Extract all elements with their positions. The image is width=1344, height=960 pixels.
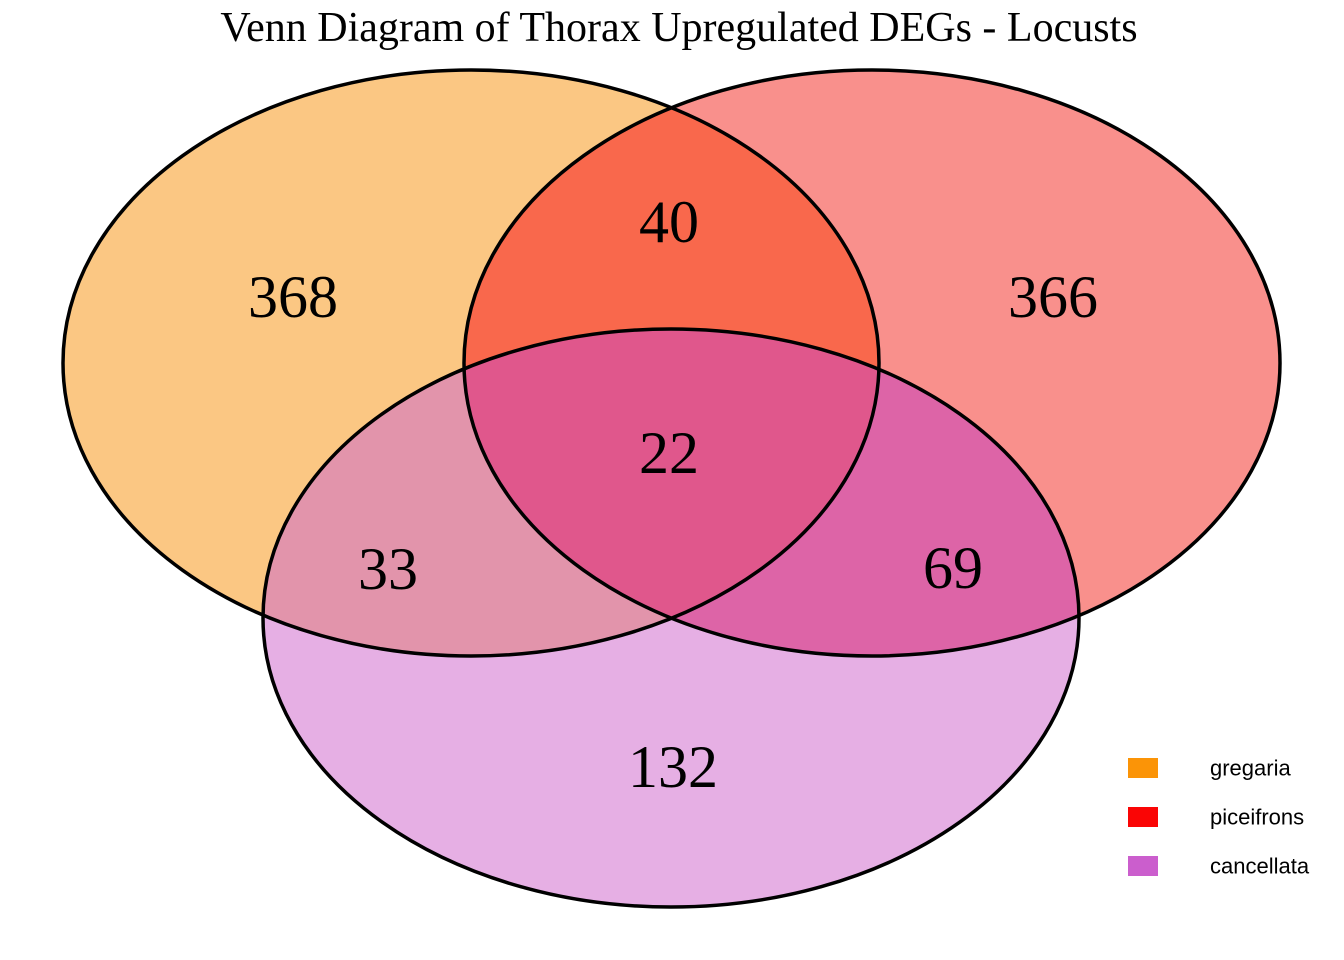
- chart-title: Venn Diagram of Thorax Upregulated DEGs …: [220, 5, 1137, 51]
- count-piceifrons-cancellata: 69: [923, 535, 983, 601]
- legend: gregaria piceifrons cancellata: [1128, 756, 1310, 879]
- legend-swatch-piceifrons: [1128, 807, 1158, 827]
- piceifrons-ellipse-outline: [462, 68, 1282, 658]
- legend-swatch-cancellata: [1128, 856, 1158, 876]
- cancellata-ellipse-outline: [261, 327, 1081, 909]
- count-gregaria-piceifrons: 40: [639, 189, 699, 255]
- legend-swatch-gregaria: [1128, 758, 1158, 778]
- count-cancellata-only: 132: [628, 734, 718, 800]
- count-piceifrons-only: 366: [1008, 264, 1098, 330]
- count-gregaria-cancellata: 33: [358, 536, 418, 602]
- count-all-three: 22: [639, 420, 699, 486]
- legend-label-gregaria: gregaria: [1210, 756, 1291, 781]
- legend-label-piceifrons: piceifrons: [1210, 805, 1304, 830]
- legend-label-cancellata: cancellata: [1210, 854, 1310, 879]
- gregaria-ellipse-outline: [61, 68, 881, 658]
- count-gregaria-only: 368: [248, 264, 338, 330]
